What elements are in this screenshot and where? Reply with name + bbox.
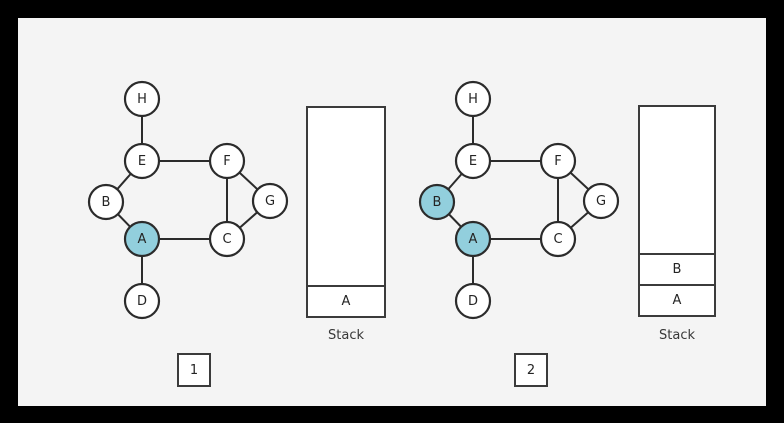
graph-node-f[interactable]: F [539,142,577,180]
graph-node-c[interactable]: C [208,220,246,258]
graph-node-c[interactable]: C [539,220,577,258]
node-label-h: H [468,92,478,107]
graph-node-g[interactable]: G [251,182,289,220]
node-circle-e [454,142,492,180]
node-circle-b [418,183,456,221]
node-circle-d [454,282,492,320]
graph-node-f[interactable]: F [208,142,246,180]
stack-cell: A [640,284,714,315]
node-label-b: B [102,195,111,210]
graph-node-h[interactable]: H [454,80,492,118]
node-circle-f [539,142,577,180]
step-panel-1: H E F B G A C D A Stack 1 [18,18,392,406]
node-label-d: D [468,294,478,309]
node-label-a: A [138,232,147,247]
node-circle-c [208,220,246,258]
node-label-h: H [137,92,147,107]
node-label-f: F [554,154,561,169]
stack-cell: B [640,253,714,284]
step-number-box-1: 1 [177,353,211,387]
graph-node-e[interactable]: E [454,142,492,180]
graph-node-a[interactable]: A [454,220,492,258]
graph-node-b[interactable]: B [87,183,125,221]
node-circle-d [123,282,161,320]
node-label-g: G [596,194,606,209]
node-circle-f [208,142,246,180]
node-circle-a [454,220,492,258]
node-label-g: G [265,194,275,209]
node-label-d: D [137,294,147,309]
graph-node-a[interactable]: A [123,220,161,258]
node-label-c: C [222,232,231,247]
node-label-c: C [553,232,562,247]
node-label-f: F [223,154,230,169]
node-circle-c [539,220,577,258]
graph-diagram-1: H E F B G A C D [87,80,289,320]
graph-diagram-2: H E F B G A C D [418,80,620,320]
graph-node-d[interactable]: D [454,282,492,320]
stack-title-1: Stack [328,328,364,343]
node-circle-g [582,182,620,220]
node-circle-a [123,220,161,258]
node-circle-h [454,80,492,118]
step-number-box-2: 2 [514,353,548,387]
graph-node-b[interactable]: B [418,183,456,221]
node-label-e: E [138,154,146,169]
node-circle-e [123,142,161,180]
stack-container-1: A [306,106,386,318]
stack-title-2: Stack [659,328,695,343]
graph-node-h[interactable]: H [123,80,161,118]
node-circle-b [87,183,125,221]
node-label-a: A [469,232,478,247]
node-label-e: E [469,154,477,169]
stack-cell: A [308,285,384,316]
graph-node-e[interactable]: E [123,142,161,180]
node-circle-g [251,182,289,220]
graph-node-g[interactable]: G [582,182,620,220]
node-circle-h [123,80,161,118]
node-label-b: B [433,195,442,210]
graph-node-d[interactable]: D [123,282,161,320]
